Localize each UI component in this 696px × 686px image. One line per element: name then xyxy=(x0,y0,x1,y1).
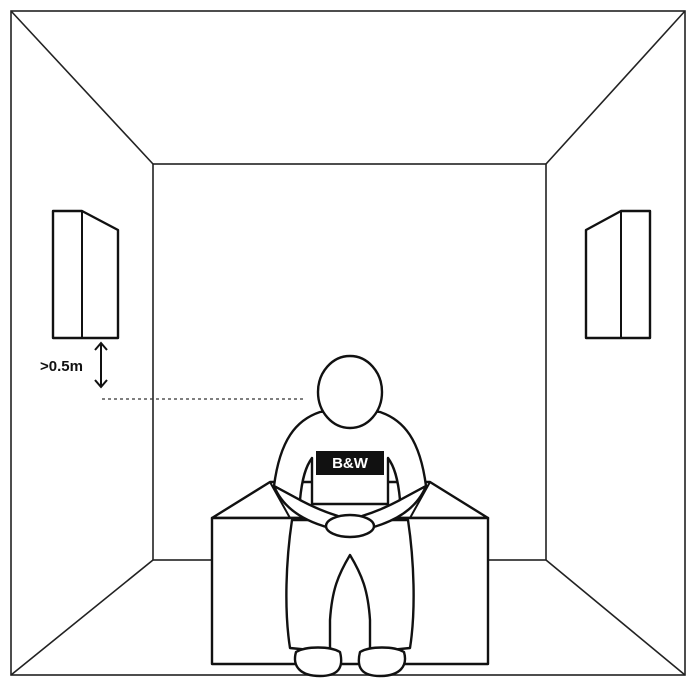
sofa-icon xyxy=(210,480,490,666)
perspective-lines xyxy=(10,10,686,676)
left-speaker-icon xyxy=(51,209,120,340)
height-indicator: >0.5m xyxy=(40,341,306,400)
double-arrow-icon xyxy=(94,341,108,389)
right-speaker-icon xyxy=(584,209,652,340)
height-label: >0.5m xyxy=(40,358,83,375)
shirt-logo-box xyxy=(316,451,384,475)
listener-icon: B&W xyxy=(272,354,428,678)
outer-frame xyxy=(10,10,686,676)
shirt-logo: B&W xyxy=(332,455,369,472)
